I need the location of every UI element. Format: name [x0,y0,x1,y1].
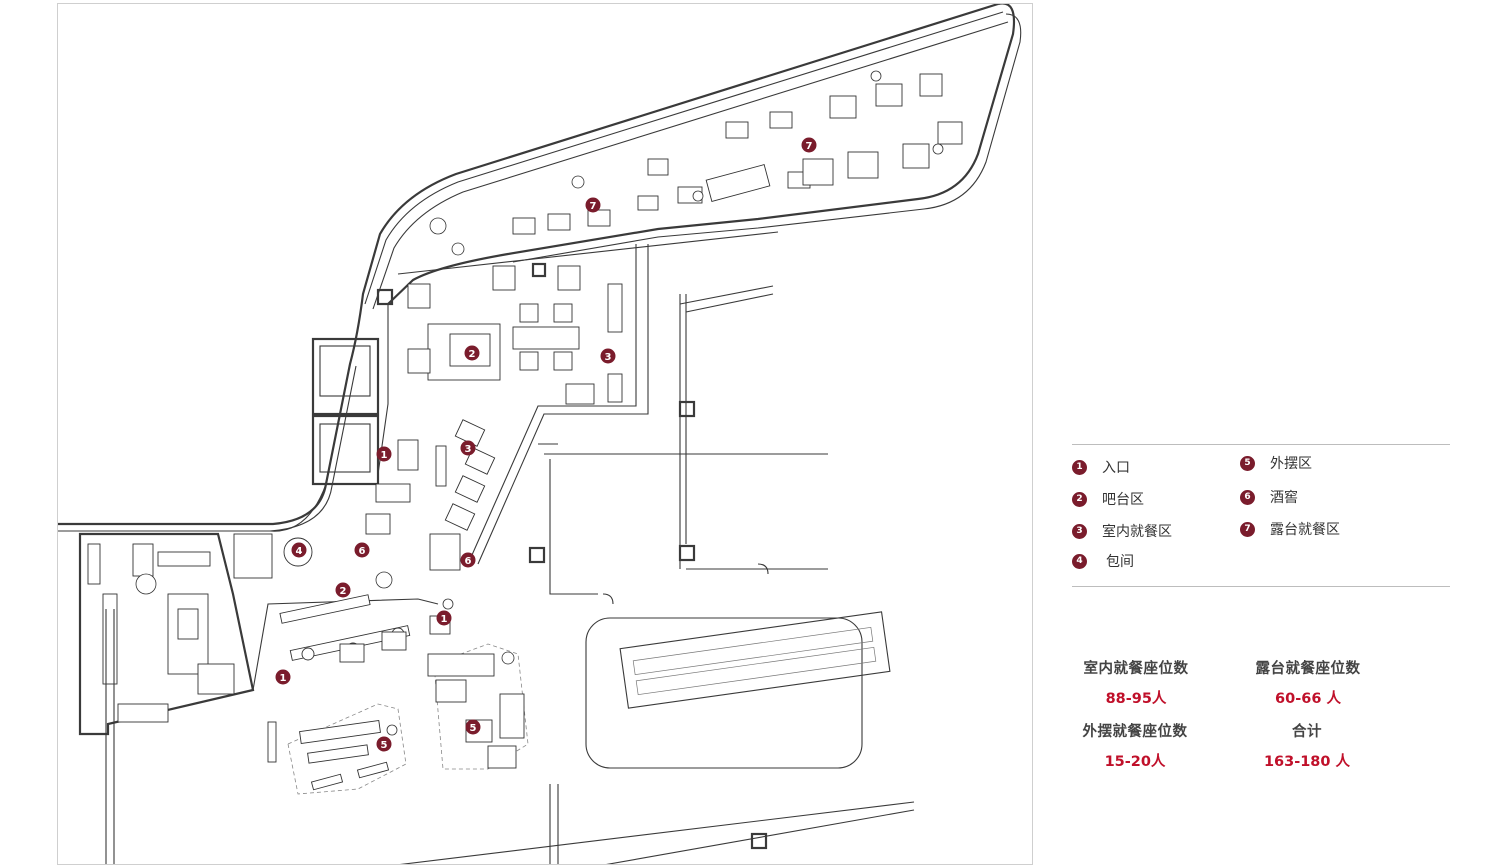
private-room [269,483,393,589]
legend-item-entrance: 1 入口 [1072,456,1130,478]
marker-dining-2: 3 [460,440,476,456]
terrace-furniture [397,70,963,275]
building-outline [58,4,1022,532]
legend-badge: 1 [1072,459,1087,475]
legend-label: 包间 [1106,554,1134,570]
atrium [538,285,891,769]
svg-text:7: 7 [590,201,597,212]
marker-entrance-3: 1 [275,669,291,685]
svg-text:3: 3 [465,444,472,455]
stat-terrace-label: 露台就餐座位数 [1255,661,1361,677]
floor-plan-drawing: 1 1 1 2 2 3 3 4 5 5 6 6 7 7 [58,4,1022,864]
outdoor-middle [427,598,529,770]
legend-item-private-room: 4 包间 [1072,550,1134,572]
legend-item-indoor-dining: 3 室内就餐区 [1072,520,1172,542]
legend-item-wine-cellar: 6 酒窖 [1240,486,1298,508]
svg-text:6: 6 [465,556,472,567]
stat-indoor: 室内就餐座位数 88-95人 [1061,657,1211,708]
legend-item-outdoor: 5 外摆区 [1240,452,1312,474]
svg-text:6: 6 [359,546,366,557]
stat-indoor-label: 室内就餐座位数 [1083,661,1189,677]
svg-text:7: 7 [806,141,813,152]
marker-terrace-1: 7 [585,197,601,213]
legend-label: 入口 [1102,460,1130,476]
legend-badge: 2 [1072,491,1087,507]
marker-wine-cellar-2: 6 [460,552,476,568]
legend-label: 外摆区 [1270,456,1312,472]
marker-wine-cellar-1: 6 [354,542,370,558]
legend-label: 吧台区 [1102,492,1144,508]
marker-outdoor-2: 5 [376,736,392,752]
marker-terrace-2: 7 [801,137,817,153]
stat-outdoor: 外摆就餐座位数 15-20人 [1060,720,1210,771]
svg-text:5: 5 [381,740,388,751]
svg-text:4: 4 [296,546,303,557]
floor-plan: 1 1 1 2 2 3 3 4 5 5 6 6 7 7 [57,3,1033,865]
legend-badge: 3 [1072,523,1087,539]
svg-text:5: 5 [470,723,477,734]
marker-outdoor-1: 5 [465,719,481,735]
core-lifts [311,337,380,486]
svg-text:1: 1 [381,450,388,461]
map-markers: 1 1 1 2 2 3 3 4 5 5 6 6 7 7 [275,137,817,752]
legend-panel: 1 入口 2 吧台区 3 室内就餐区 4 包间 5 外摆区 6 酒窖 7 露台就… [1072,444,1450,587]
indoor-area [376,244,696,565]
legend-label: 酒窖 [1270,490,1298,506]
stat-outdoor-value: 15-20人 [1104,754,1166,770]
marker-dining-1: 3 [600,348,616,364]
stat-outdoor-label: 外摆就餐座位数 [1082,724,1188,740]
legend-badge: 5 [1240,455,1255,471]
stat-total-label: 合计 [1292,724,1322,740]
svg-text:2: 2 [340,586,347,597]
booth-seating [365,419,496,571]
kitchen [78,532,273,736]
svg-text:3: 3 [605,352,612,363]
svg-text:1: 1 [280,673,287,684]
legend-label: 露台就餐区 [1270,522,1340,538]
bar-area [252,594,451,691]
legend-badge: 6 [1240,489,1255,505]
stat-terrace-value: 60-66 人 [1275,691,1341,707]
outdoor-left [267,703,407,795]
marker-bar-1: 2 [464,345,480,361]
legend-badge: 4 [1072,553,1087,569]
stat-indoor-value: 88-95人 [1105,691,1167,707]
marker-entrance-2: 1 [436,610,452,626]
svg-text:2: 2 [469,349,476,360]
columns [105,609,915,864]
legend-label: 室内就餐区 [1102,524,1172,540]
stat-terrace: 露台就餐座位数 60-66 人 [1233,657,1383,708]
marker-bar-2: 2 [335,582,351,598]
legend-item-terrace: 7 露台就餐区 [1240,518,1340,540]
legend-item-bar: 2 吧台区 [1072,488,1144,510]
marker-entrance-1: 1 [376,446,392,462]
legend-badge: 7 [1240,521,1255,537]
svg-text:1: 1 [441,614,448,625]
marker-private-room: 4 [291,542,307,558]
stat-total: 合计 163-180 人 [1232,720,1382,771]
stat-total-value: 163-180 人 [1263,754,1351,770]
